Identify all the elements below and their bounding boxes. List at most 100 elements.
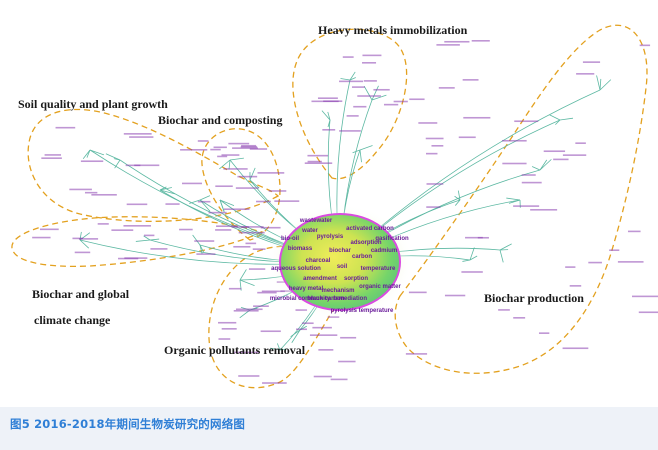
keyword-mark <box>331 379 348 381</box>
keyword-mark <box>563 347 589 349</box>
core-keyword: activated carbon <box>346 226 394 232</box>
keyword-mark <box>583 61 600 63</box>
keyword-mark <box>262 382 287 384</box>
keyword-mark <box>352 86 365 88</box>
cluster-label-climate-line2: climate change <box>34 313 111 327</box>
network-edge <box>106 154 120 160</box>
network-edge <box>340 78 350 80</box>
core-keyword: sorption <box>344 276 368 282</box>
keyword-mark <box>640 45 650 47</box>
keyword-mark <box>444 41 469 43</box>
cluster-label-production: Biochar production <box>484 291 584 305</box>
network-edge <box>144 236 150 240</box>
keyword-mark <box>126 165 141 167</box>
cluster-label-climate-line1: Biochar and global <box>32 287 130 301</box>
keyword-mark <box>239 232 265 234</box>
keyword-mark <box>196 253 215 255</box>
keyword-mark <box>229 288 241 290</box>
keyword-mark <box>565 266 575 268</box>
keyword-mark <box>123 225 151 227</box>
keyword-mark <box>218 338 230 340</box>
keyword-mark <box>502 163 526 165</box>
keyword-mark <box>522 182 542 184</box>
keyword-mark <box>209 212 227 214</box>
keyword-mark <box>436 44 459 46</box>
keyword-mark <box>544 150 565 152</box>
core-keyword: biochar <box>329 248 351 254</box>
keyword-mark <box>307 155 328 157</box>
keyword-mark <box>426 153 437 155</box>
core-keyword: microbial community <box>270 296 331 302</box>
keyword-mark <box>308 161 322 163</box>
keyword-mark <box>618 261 644 263</box>
network-edge <box>193 235 200 245</box>
keyword-mark <box>234 310 259 312</box>
core-keyword: heavy metal <box>289 286 324 292</box>
keyword-mark <box>463 117 490 119</box>
network-edge <box>560 118 573 120</box>
keyword-mark <box>426 206 440 208</box>
core-keyword: wastewater <box>299 218 333 224</box>
keyword-mark <box>258 172 285 174</box>
core-keyword: charcoal <box>306 258 331 264</box>
keyword-mark <box>563 154 586 156</box>
keyword-mark <box>210 149 220 151</box>
boundary-composting <box>202 129 280 240</box>
keyword-mark <box>165 203 179 205</box>
keyword-mark <box>253 305 269 307</box>
network-edge <box>364 86 372 100</box>
keyword-mark <box>418 122 437 124</box>
network-edge <box>150 239 159 240</box>
keyword-mark <box>256 201 271 203</box>
keyword-mark <box>233 246 250 248</box>
keyword-mark <box>236 308 263 310</box>
keyword-mark <box>338 361 355 363</box>
keyword-mark <box>215 185 232 187</box>
keyword-mark <box>75 252 90 254</box>
core-keyword: bio-oil <box>281 236 299 242</box>
keyword-mark <box>353 106 366 108</box>
keyword-mark <box>498 309 510 311</box>
core-keyword: soil <box>337 264 348 270</box>
core-keyword: water <box>301 228 318 234</box>
keyword-mark <box>45 154 61 156</box>
core-keyword: gasification <box>375 236 409 242</box>
keyword-mark <box>513 205 539 207</box>
keyword-mark <box>81 160 103 162</box>
keyword-mark <box>182 183 202 185</box>
network-edge <box>500 250 503 262</box>
keyword-mark <box>261 330 281 332</box>
keyword-mark <box>232 226 249 228</box>
keyword-mark <box>576 73 594 75</box>
core-keyword: temperature <box>361 266 396 272</box>
keyword-mark <box>180 149 207 151</box>
keyword-mark <box>217 156 227 158</box>
keyword-mark <box>124 133 152 135</box>
keyword-mark <box>314 376 332 378</box>
keyword-mark <box>373 89 389 91</box>
keyword-mark <box>539 332 549 334</box>
keyword-mark <box>253 248 266 250</box>
keyword-mark <box>609 249 619 251</box>
keyword-mark <box>553 159 568 161</box>
keyword-mark <box>214 146 227 148</box>
keyword-mark <box>215 229 231 231</box>
network-edge <box>500 244 512 250</box>
keyword-mark <box>426 138 444 140</box>
keyword-mark <box>72 238 83 240</box>
keyword-mark <box>69 189 92 191</box>
keyword-mark <box>384 104 398 106</box>
keyword-mark <box>502 140 527 142</box>
core-keyword: aqueous solution <box>271 266 321 272</box>
network-edge <box>250 180 259 188</box>
keyword-mark <box>439 87 455 89</box>
keyword-mark <box>639 311 658 313</box>
keyword-mark <box>310 334 337 336</box>
keyword-mark <box>221 154 239 156</box>
keyword-mark <box>274 200 299 202</box>
keyword-mark <box>357 95 381 97</box>
keyword-mark <box>459 136 476 138</box>
network-edge <box>462 260 470 261</box>
core-keyword: mechanism <box>321 288 354 294</box>
network-edge <box>600 79 601 90</box>
